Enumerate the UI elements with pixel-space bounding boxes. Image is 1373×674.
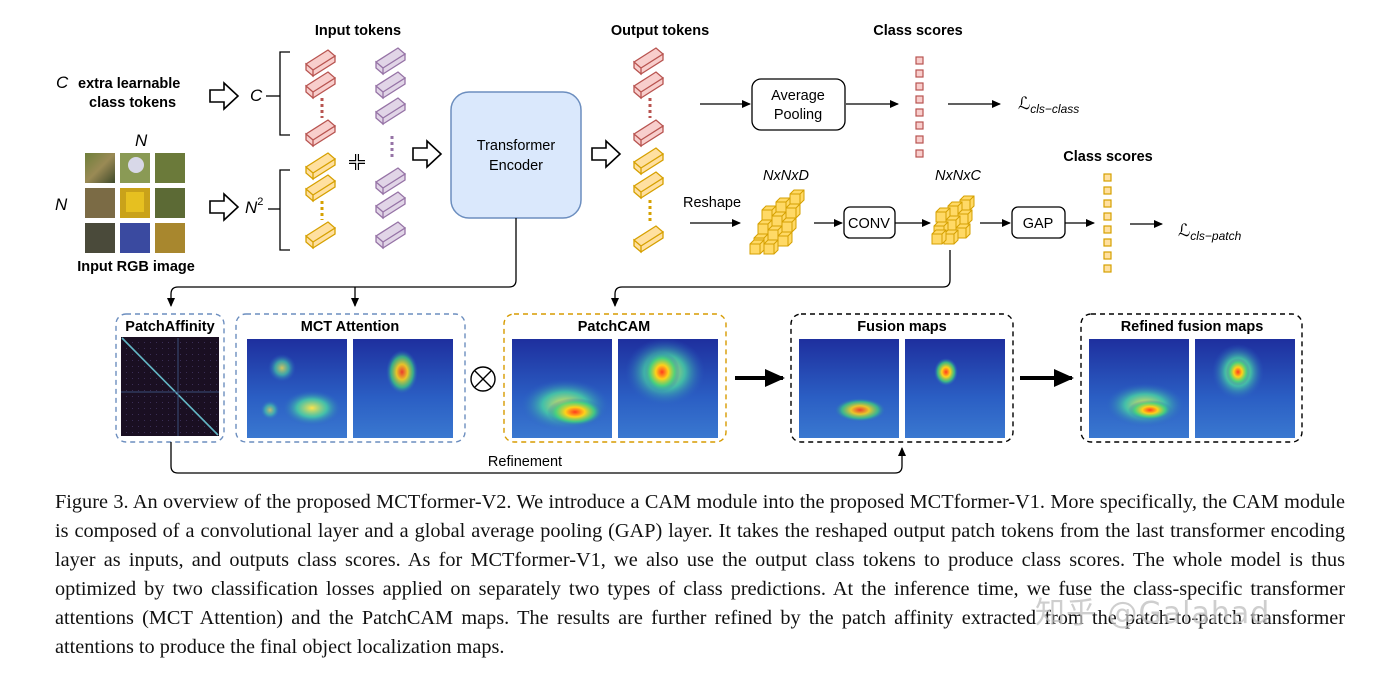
refined-fusion-map-2 bbox=[1195, 339, 1295, 438]
class-scores-bottom-title: Class scores bbox=[1063, 149, 1152, 165]
patchcam-map-2 bbox=[618, 338, 718, 438]
average-pooling-line2: Pooling bbox=[774, 107, 822, 123]
patchcam-map-1 bbox=[512, 339, 612, 438]
input-patch-tokens bbox=[305, 152, 336, 249]
average-pooling-line1: Average bbox=[771, 88, 825, 104]
nxnxc-label: NxNxC bbox=[935, 168, 981, 184]
class-scores-top-title: Class scores bbox=[873, 23, 962, 39]
c-symbol: C bbox=[56, 73, 69, 92]
fusion-maps-title: Fusion maps bbox=[857, 319, 946, 335]
fusion-maps-box bbox=[790, 313, 1014, 443]
average-pooling-box bbox=[751, 78, 846, 131]
mct-attention-box bbox=[235, 313, 466, 443]
refined-fusion-maps-box bbox=[1080, 313, 1303, 443]
n-left: N bbox=[55, 195, 68, 214]
class-scores-top-bar bbox=[915, 56, 924, 158]
patchcam-title: PatchCAM bbox=[578, 319, 651, 335]
conv-label: CONV bbox=[848, 216, 890, 232]
watermark: 知乎 @Galahad bbox=[1035, 596, 1271, 631]
transformer-line1: Transformer bbox=[477, 138, 556, 154]
fusion-map-1 bbox=[799, 339, 899, 438]
transformer-line2: Encoder bbox=[489, 158, 543, 174]
output-class-tokens bbox=[633, 47, 664, 147]
extra-tokens-line2: class tokens bbox=[89, 95, 176, 111]
input-rgb-label: Input RGB image bbox=[77, 259, 195, 275]
position-embedding-tokens bbox=[375, 47, 406, 249]
fusion-map-2 bbox=[905, 339, 1005, 438]
mct-attention-map-1 bbox=[247, 339, 347, 438]
loss-patch: ℒcls−patch bbox=[1178, 221, 1242, 243]
loss-class: ℒcls−class bbox=[1018, 94, 1079, 116]
n2-label: N2 bbox=[245, 196, 263, 217]
feature-cube-nxnxd bbox=[749, 189, 805, 255]
mct-attention-title: MCT Attention bbox=[301, 319, 400, 335]
nxnxd-label: NxNxD bbox=[763, 168, 809, 184]
transformer-encoder-box bbox=[450, 91, 582, 219]
c-label: C bbox=[250, 86, 263, 105]
extra-tokens-line1: extra learnable bbox=[78, 76, 180, 92]
input-rgb-image bbox=[85, 153, 185, 253]
class-scores-bottom-bar bbox=[1103, 173, 1112, 273]
output-patch-tokens bbox=[633, 147, 664, 253]
patch-affinity-box bbox=[115, 313, 225, 443]
hollow-arrow-icon bbox=[209, 81, 622, 222]
input-class-tokens bbox=[305, 49, 336, 147]
figure-caption: Figure 3. An overview of the proposed MC… bbox=[55, 491, 1345, 658]
reshape-label: Reshape bbox=[683, 195, 741, 211]
refined-fusion-map-1 bbox=[1089, 339, 1189, 438]
mct-attention-map-2 bbox=[353, 339, 453, 438]
diagram-canvas: Input tokens Output tokens Class scores … bbox=[55, 23, 1303, 474]
gap-label: GAP bbox=[1023, 216, 1054, 232]
patchcam-box bbox=[503, 313, 727, 443]
n-top: N bbox=[135, 131, 148, 150]
refined-fusion-maps-title: Refined fusion maps bbox=[1121, 319, 1264, 335]
feature-cube-nxnxc bbox=[931, 195, 975, 245]
patch-affinity-title: PatchAffinity bbox=[125, 319, 214, 335]
refinement-label: Refinement bbox=[488, 454, 562, 470]
input-tokens-title: Input tokens bbox=[315, 23, 401, 39]
output-tokens-title: Output tokens bbox=[611, 23, 709, 39]
